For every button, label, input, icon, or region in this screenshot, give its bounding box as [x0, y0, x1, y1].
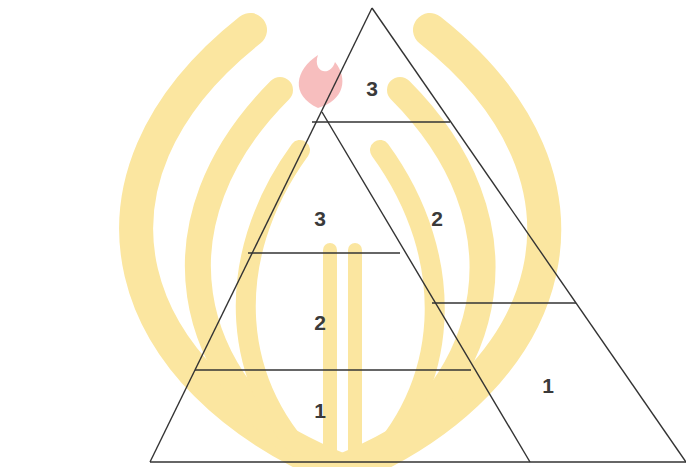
band-divider: [432, 302, 576, 303]
pyramid-edge: [322, 112, 530, 462]
band-number: 3: [362, 76, 382, 101]
watermark-arc: [345, 30, 544, 467]
band-number: 2: [427, 206, 447, 231]
band-divider: [312, 121, 450, 122]
watermark-arc: [323, 250, 337, 467]
pyramid-band: 3: [310, 206, 330, 231]
pyramid-band: 1: [310, 398, 330, 423]
pyramid-band: 1: [538, 373, 558, 398]
watermark-arc: [348, 250, 362, 467]
pyramid-band: 2: [427, 206, 447, 231]
pyramid-band: 3: [362, 76, 382, 101]
band-number: 2: [310, 310, 330, 335]
band-number: 3: [310, 206, 330, 231]
pyramid-base: [150, 461, 686, 462]
band-number: 1: [310, 398, 330, 423]
pyramid-band: 2: [310, 310, 330, 335]
watermark-arc: [198, 90, 330, 467]
band-divider: [248, 252, 400, 253]
pyramid-edge: [150, 8, 372, 462]
watermark-arc: [246, 150, 320, 467]
band-number: 1: [538, 373, 558, 398]
watermark-arc: [365, 150, 435, 467]
band-divider: [195, 369, 471, 370]
pyramid-edge: [372, 8, 686, 462]
watermark-arc: [355, 90, 483, 467]
